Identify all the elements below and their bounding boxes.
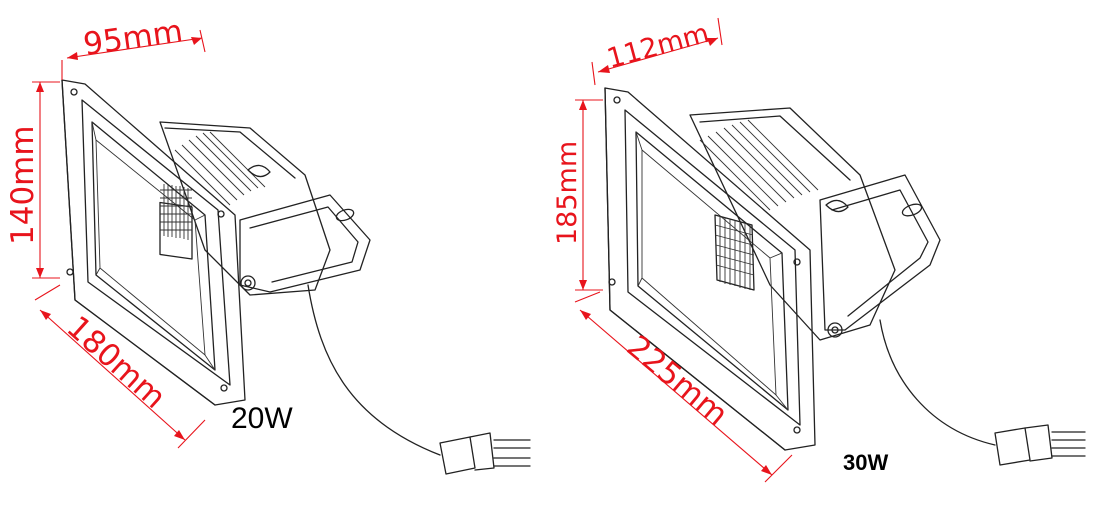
floodlight-30w-drawing bbox=[604, 87, 1086, 466]
dimension-depth-30w: 112mm bbox=[591, 18, 723, 86]
dimension-label-width-20w: 180mm bbox=[60, 309, 173, 416]
dimension-label-height-30w: 185mm bbox=[552, 141, 583, 245]
power-label-30w: 30W bbox=[843, 450, 888, 475]
floodlight-30w: 112mm 185mm 225mm 30W bbox=[552, 18, 1086, 483]
power-label-20w: 20W bbox=[231, 402, 293, 435]
floodlight-20w: 95mm 140mm 180mm 20W bbox=[5, 13, 531, 475]
dimension-label-height-20w: 140mm bbox=[5, 125, 41, 245]
dimension-label-depth-30w: 112mm bbox=[604, 18, 713, 75]
floodlight-20w-drawing bbox=[61, 79, 531, 475]
dimension-height-20w: 140mm bbox=[5, 81, 60, 279]
dimension-label-depth-20w: 95mm bbox=[81, 13, 185, 63]
dimension-depth-20w: 95mm bbox=[61, 13, 206, 80]
dimension-width-20w: 180mm bbox=[34, 284, 206, 449]
dimension-height-30w: 185mm bbox=[552, 99, 603, 291]
